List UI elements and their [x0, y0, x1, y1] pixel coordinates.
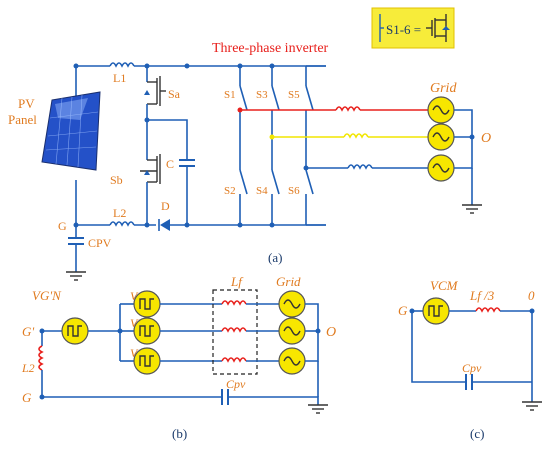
label-Cpv-b: Cpv	[226, 377, 246, 391]
filter-box	[212, 289, 258, 375]
label-L2: L2	[113, 206, 126, 220]
ground-icon	[462, 204, 482, 214]
label-S2: S2	[224, 185, 236, 197]
capacitor-Cpv-b	[221, 389, 229, 405]
part-a-circuit: Three-phase inverter L1 PV Panel	[8, 41, 491, 281]
label-G-b: G	[22, 390, 32, 405]
label-S5: S5	[288, 89, 300, 101]
source-VCM	[422, 297, 450, 325]
label-L1: L1	[113, 71, 126, 85]
grid-source-a	[427, 96, 455, 124]
label-grid-b: Grid	[276, 274, 301, 289]
mosfet-icon	[426, 14, 450, 42]
inverter-title: Three-phase inverter	[212, 41, 329, 56]
label-D: D	[161, 199, 170, 213]
inverter-leg-1	[237, 66, 248, 225]
label-S3: S3	[256, 89, 268, 101]
capacitor-Cpv-c	[465, 374, 473, 390]
capacitor-CPV	[68, 237, 84, 245]
inductor-L2	[109, 221, 135, 227]
legend-label: S1-6 =	[386, 22, 421, 37]
label-L2-b: L2	[21, 361, 35, 375]
label-Sa: Sa	[168, 87, 181, 101]
label-Lf: Lf	[230, 274, 244, 289]
part-c-circuit: VCM Lf /3 G 0 Cpv (c)	[398, 278, 542, 441]
label-O-b: O	[326, 325, 336, 340]
part-b-circuit: VG'N VAN VBN VCN Lf Grid G' L2 G O Cpv	[21, 274, 336, 441]
label-C: C	[166, 157, 174, 171]
label-VCM: VCM	[430, 278, 459, 293]
label-S6: S6	[288, 185, 300, 197]
label-panel: Panel	[8, 112, 37, 127]
label-G: G	[58, 219, 67, 233]
inductor-L1	[109, 62, 135, 68]
grid-source-b3	[278, 347, 306, 375]
grid-source-b2	[278, 317, 306, 345]
source-VCN	[133, 347, 161, 375]
label-grid-a: Grid	[430, 81, 457, 96]
capacitor-C	[179, 159, 195, 225]
caption-c: (c)	[470, 426, 484, 441]
caption-a: (a)	[268, 250, 282, 265]
grid-source-b	[427, 123, 455, 151]
ground-icon-a	[66, 271, 86, 281]
source-VGN	[61, 317, 89, 345]
caption-b: (b)	[172, 426, 187, 441]
label-VGN: VG'N	[32, 288, 62, 303]
grid-source-b1	[278, 290, 306, 318]
switch-legend: S1-6 =	[371, 7, 455, 49]
label-Cpv-c: Cpv	[462, 361, 482, 375]
switch-Sb	[140, 154, 161, 225]
label-zero: 0	[528, 288, 535, 303]
label-G-prime: G'	[22, 324, 34, 339]
ground-icon-b	[308, 404, 328, 414]
label-S4: S4	[256, 185, 268, 197]
pv-panel-icon	[41, 91, 101, 171]
label-pv: PV	[18, 96, 35, 111]
label-G-c: G	[398, 303, 408, 318]
switch-Sa	[144, 66, 166, 120]
grid-source-c	[427, 154, 455, 182]
source-VBN	[133, 317, 161, 345]
label-O-a: O	[481, 131, 491, 146]
inverter-leg-3	[303, 66, 314, 225]
diode-D	[158, 219, 170, 231]
label-Sb: Sb	[110, 173, 123, 187]
label-CPV: CPV	[88, 236, 112, 250]
inverter-leg-2	[269, 66, 280, 225]
source-VAN	[133, 290, 161, 318]
ground-icon-c	[522, 401, 542, 411]
label-S1: S1	[224, 89, 236, 101]
label-Lf3: Lf /3	[469, 288, 495, 303]
